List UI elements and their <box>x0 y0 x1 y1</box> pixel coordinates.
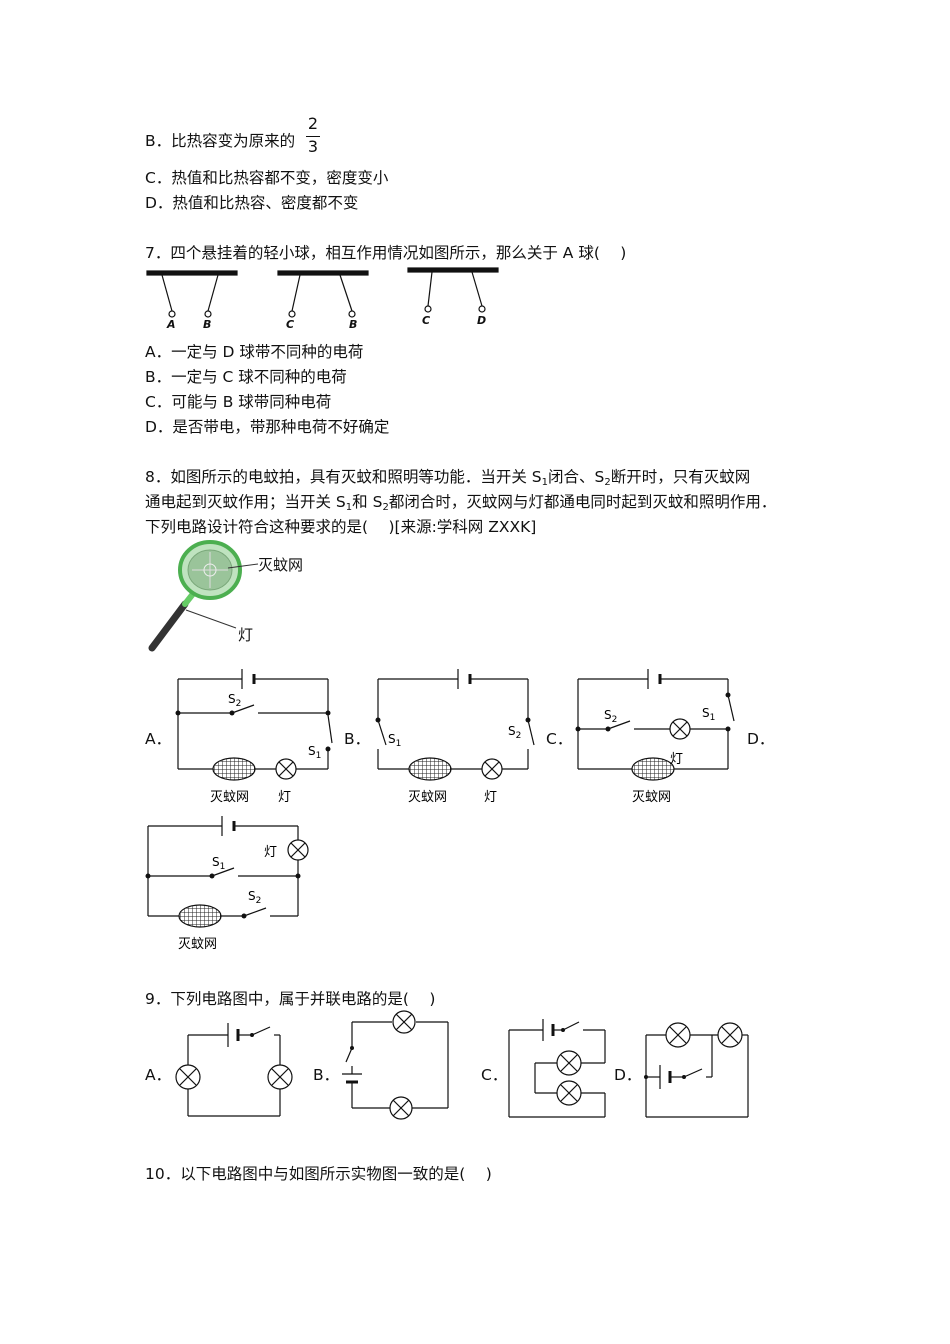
svg-text:S2: S2 <box>604 708 617 725</box>
q8-circuit-c: S2 S1 灯 灭蚊网 <box>575 669 735 805</box>
q9-circuit-a <box>175 1023 293 1117</box>
svg-text:S2: S2 <box>228 692 241 709</box>
lamp-label-a: 灯 <box>278 790 291 805</box>
hanging-balls-figure: A B C B C D <box>146 267 499 331</box>
net-label-d: 灭蚊网 <box>178 937 217 952</box>
net-label-a: 灭蚊网 <box>210 790 249 805</box>
q8-stem-line3: 下列电路设计符合这种要求的是( )[来源:学科网 ZXXK] <box>145 518 537 536</box>
q9-stem: 9．下列电路图中，属于并联电路的是( ) <box>145 990 436 1008</box>
mosquito-swatter-figure: 灭蚊网 灯 <box>148 540 303 652</box>
q8-circuit-a: S2 S1 灭蚊网 灯 <box>175 669 333 805</box>
lamp-label-d: 灯 <box>264 845 277 860</box>
fraction-numerator: 2 <box>307 114 319 133</box>
q8-stem-line2: 通电起到灭蚊作用；当开关 S1和 S2都闭合时，灭蚊网与灯都通电同时起到灭蚊和照… <box>145 493 777 513</box>
q6-option-c: C．热值和比热容都不变，密度变小 <box>145 169 389 187</box>
q9-circuit-b <box>342 1010 449 1120</box>
q6-option-b: B．比热容变为原来的 <box>145 132 296 150</box>
q7-option-d: D．是否带电，带那种电荷不好确定 <box>145 418 390 436</box>
fraction-bar <box>306 136 320 137</box>
net-label-b: 灭蚊网 <box>408 790 447 805</box>
ball-label-b: B <box>203 318 211 331</box>
q9-option-c-label: C． <box>481 1066 508 1084</box>
q8-stem-line1: 8．如图所示的电蚊拍，具有灭蚊和照明等功能．当开关 S1闭合、S2断开时，只有灭… <box>145 468 751 488</box>
q7-option-a: A．一定与 D 球带不同种的电荷 <box>145 343 364 361</box>
ball-label-c: C <box>286 318 294 331</box>
q8-option-d-label: D． <box>747 730 775 748</box>
ball-label-c2: C <box>422 314 430 327</box>
q8-circuit-b: S1 S2 灭蚊网 灯 <box>375 669 535 805</box>
q7-option-b: B．一定与 C 球不同种的电荷 <box>145 368 347 386</box>
q6-option-d: D．热值和比热容、密度都不变 <box>145 194 359 212</box>
svg-text:S1: S1 <box>388 732 401 749</box>
q8-option-b-label: B． <box>344 730 371 748</box>
lamp-label-b: 灯 <box>484 790 497 805</box>
svg-text:S2: S2 <box>508 724 521 741</box>
fraction-denominator: 3 <box>307 137 319 156</box>
ball-label-a: A <box>166 318 176 331</box>
q8-option-a-label: A． <box>145 730 172 748</box>
swatter-net-label: 灭蚊网 <box>258 556 303 574</box>
swatter-lamp-label: 灯 <box>238 626 253 644</box>
q7-stem: 7．四个悬挂着的轻小球，相互作用情况如图所示，那么关于 A 球( ) <box>145 244 627 262</box>
q9-circuit-c <box>508 1019 606 1118</box>
ball-label-d: D <box>477 314 486 327</box>
ball-label-b2: B <box>349 318 357 331</box>
q9-option-d-label: D． <box>614 1066 642 1084</box>
svg-text:S1: S1 <box>308 744 321 761</box>
lamp-label-c: 灯 <box>670 752 683 767</box>
svg-text:S2: S2 <box>248 889 261 906</box>
q7-option-c: C．可能与 B 球带同种电荷 <box>145 393 332 411</box>
q8-circuit-d: S1 S2 灯 灭蚊网 <box>145 816 309 952</box>
q8-option-c-label: C． <box>546 730 573 748</box>
q9-circuit-d <box>644 1022 749 1118</box>
svg-text:S1: S1 <box>212 855 225 872</box>
q9-option-b-label: B． <box>313 1066 340 1084</box>
net-label-c: 灭蚊网 <box>632 790 671 805</box>
svg-text:S1: S1 <box>702 706 715 723</box>
q9-option-a-label: A． <box>145 1066 172 1084</box>
q10-stem: 10．以下电路图中与如图所示实物图一致的是( ) <box>145 1165 492 1183</box>
